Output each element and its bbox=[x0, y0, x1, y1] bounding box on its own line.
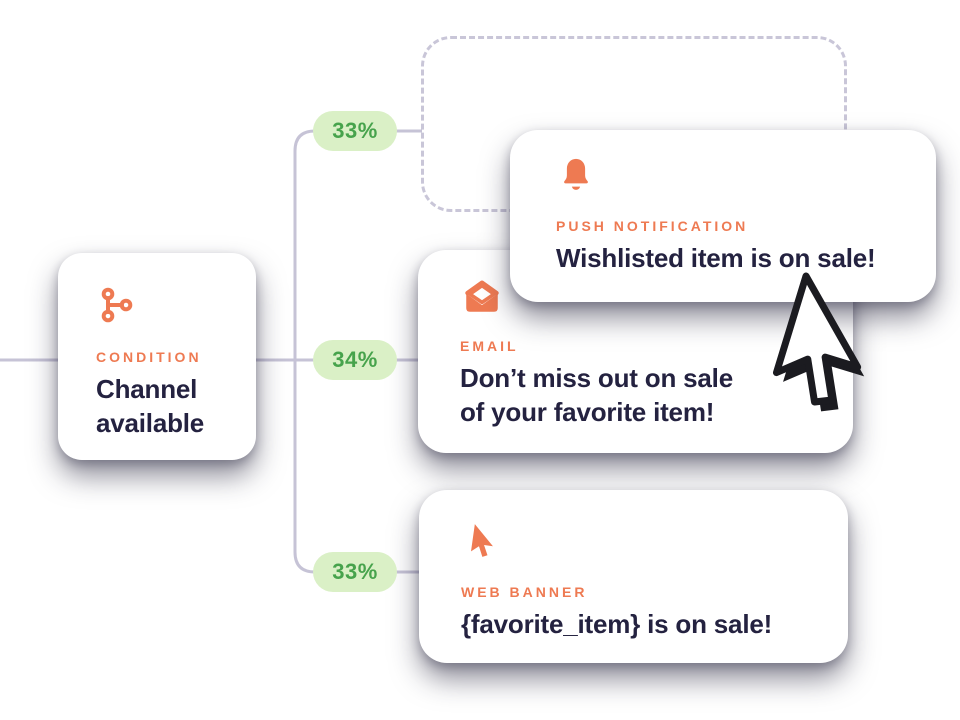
node-title: {favorite_item} is on sale! bbox=[461, 609, 773, 639]
node-type-label: PUSH NOTIFICATION bbox=[556, 218, 749, 234]
node-type-label: EMAIL bbox=[460, 338, 519, 354]
condition-node-card[interactable]: CONDITION Channel available bbox=[58, 253, 256, 460]
node-type-label: CONDITION bbox=[96, 349, 202, 365]
mouse-pointer-icon bbox=[772, 272, 865, 412]
branch-percent-label: 34% bbox=[332, 347, 378, 372]
node-title: Channel available bbox=[96, 374, 205, 438]
node-title: Don’t miss out on sale of your favorite … bbox=[460, 363, 733, 427]
branch-icon bbox=[101, 287, 133, 323]
branch-percent-badge-web[interactable]: 33% bbox=[313, 552, 397, 592]
branch-percent-badge-push[interactable]: 33% bbox=[313, 111, 397, 151]
bell-icon bbox=[564, 158, 588, 190]
branch-percent-label: 33% bbox=[332, 118, 378, 143]
web-banner-node-card[interactable]: WEB BANNER {favorite_item} is on sale! bbox=[419, 490, 848, 663]
branch-percent-label: 33% bbox=[332, 559, 378, 584]
cursor-icon bbox=[471, 524, 493, 557]
mail-open-icon bbox=[465, 280, 499, 312]
push-notification-node-card[interactable]: PUSH NOTIFICATION Wishlisted item is on … bbox=[510, 130, 936, 302]
node-type-label: WEB BANNER bbox=[461, 584, 588, 600]
node-title: Wishlisted item is on sale! bbox=[556, 243, 876, 273]
branch-percent-badge-email[interactable]: 34% bbox=[313, 340, 397, 380]
